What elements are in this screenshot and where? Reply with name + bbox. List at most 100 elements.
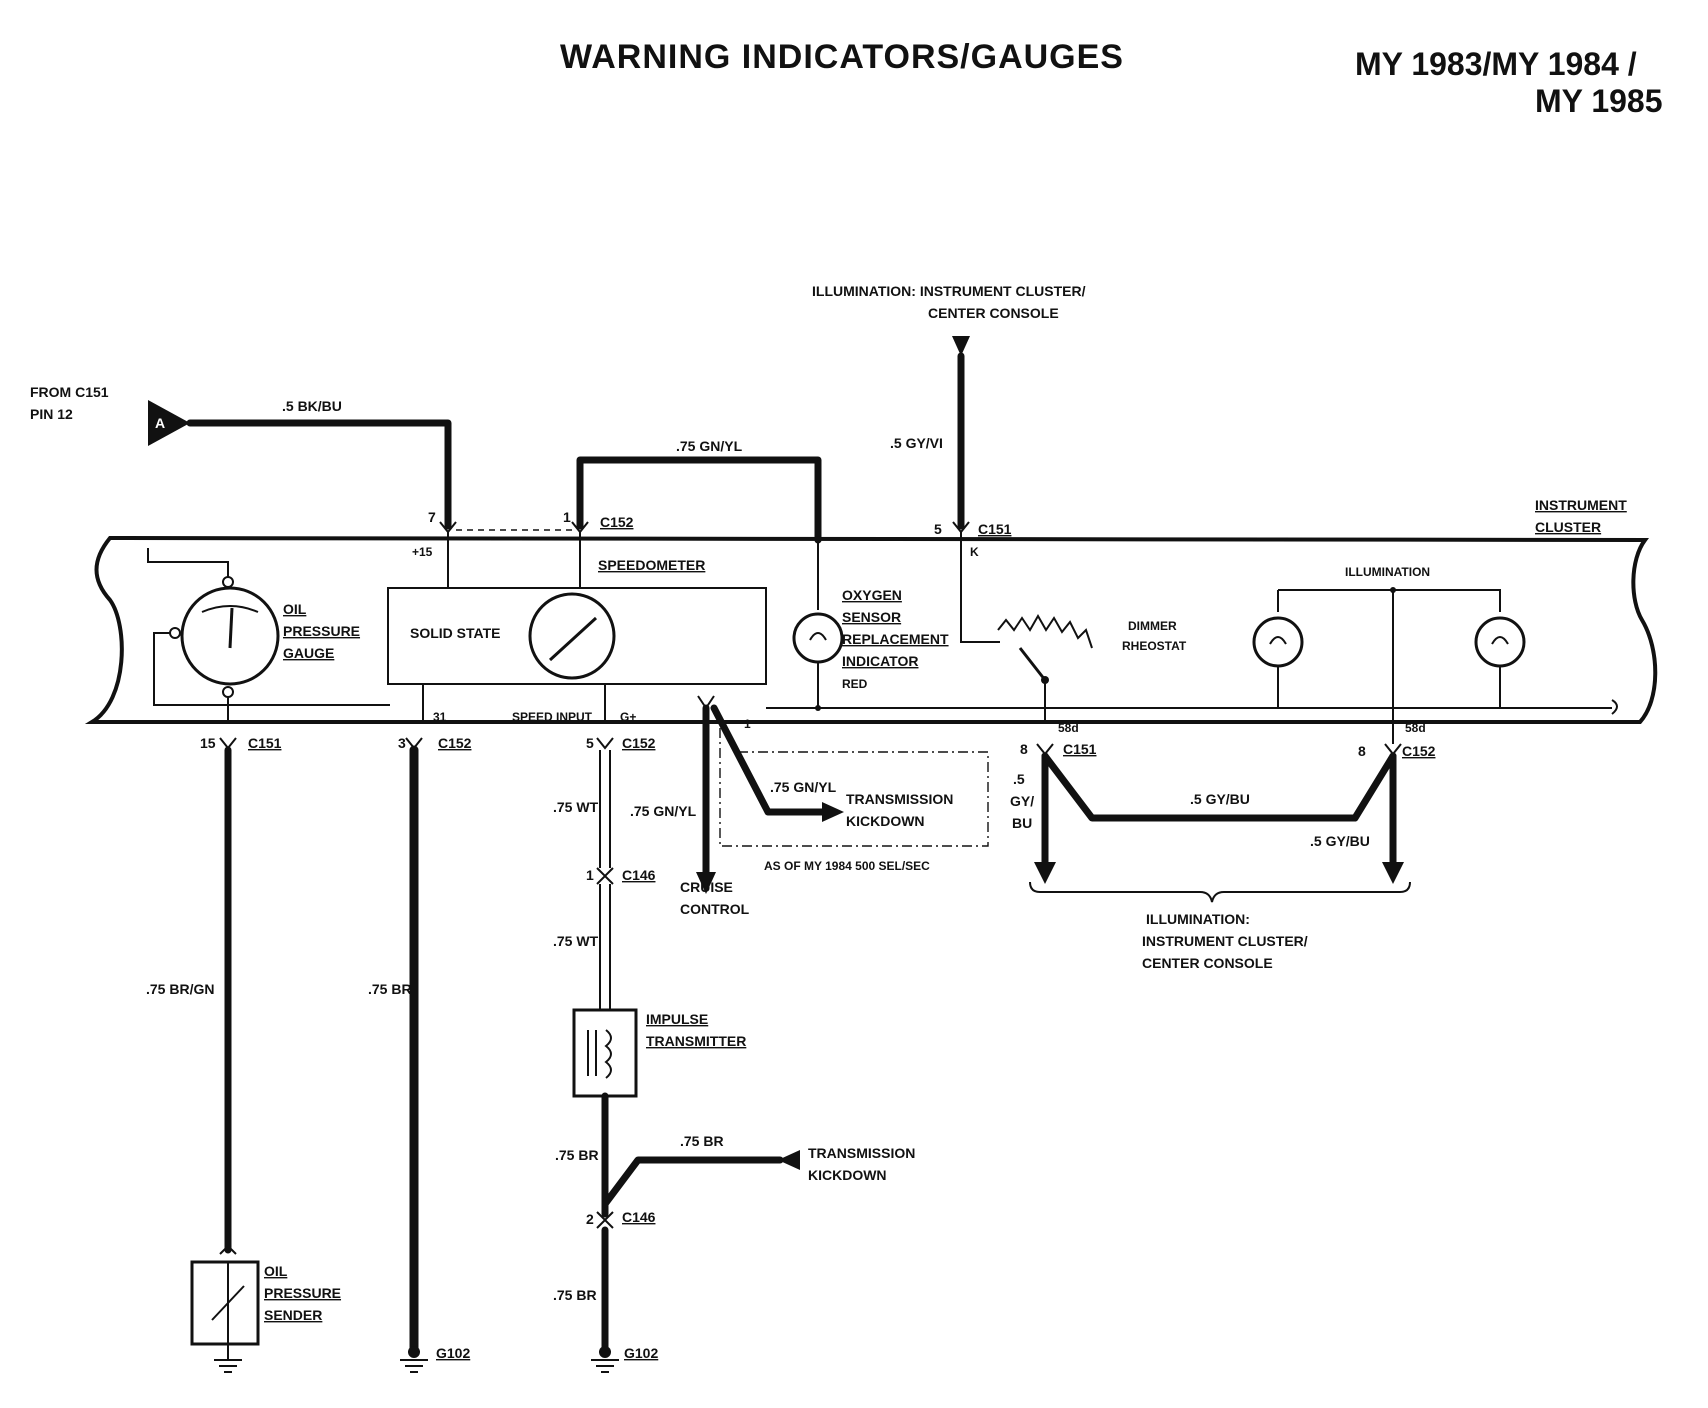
wire-br-b-label: .75 BR bbox=[555, 1147, 599, 1163]
c152-b-connector-icon bbox=[596, 737, 614, 750]
speedometer-needle bbox=[548, 616, 598, 662]
trans-kickdown-1-label-1: TRANSMISSION bbox=[846, 791, 953, 807]
illum-bus-junction bbox=[1390, 587, 1396, 593]
oxy-label-4: INDICATOR bbox=[842, 653, 918, 669]
pin8-a-label: 8 bbox=[1020, 741, 1028, 757]
oil-sender-connector-icon bbox=[219, 1244, 237, 1255]
wire-br-a-label: .75 BR bbox=[368, 981, 412, 997]
c151-a-label: C151 bbox=[248, 735, 282, 751]
speed-input-label: SPEED INPUT bbox=[512, 710, 593, 724]
c146-b-connector-icon bbox=[596, 1211, 614, 1229]
oxy-lamp-filament bbox=[809, 632, 827, 641]
oil-sender-label-3: SENDER bbox=[264, 1307, 322, 1323]
g102-a-ground-icon bbox=[400, 1359, 428, 1373]
model-years-line2: MY 1985 bbox=[1535, 83, 1663, 119]
impulse-transmitter-coil bbox=[587, 1029, 612, 1079]
dimmer-label-2: RHEOSTAT bbox=[1122, 639, 1187, 653]
pin1-label: 1 bbox=[563, 509, 571, 525]
pin31-label: 31 bbox=[433, 710, 447, 724]
c152-top-label: C152 bbox=[600, 514, 634, 530]
oil-sender-label-2: PRESSURE bbox=[264, 1285, 341, 1301]
g102-a-label: G102 bbox=[436, 1345, 470, 1361]
wire-wt-b-label: .75 WT bbox=[553, 933, 599, 949]
oil-gauge-ground-loop bbox=[153, 632, 390, 706]
oxy-color-label: RED bbox=[842, 677, 868, 691]
wire-wt-b bbox=[599, 884, 611, 1010]
illum-out-left-arrow-icon bbox=[1034, 862, 1056, 884]
pin15-label: 15 bbox=[200, 735, 216, 751]
c146-pin1-label: 1 bbox=[586, 867, 594, 883]
oxy-label-1: OXYGEN bbox=[842, 587, 902, 603]
g102-b-ground-icon bbox=[591, 1359, 619, 1373]
top-illum-arrow-icon bbox=[952, 336, 970, 356]
cruise-label-2: CONTROL bbox=[680, 901, 750, 917]
wire-bk-bu bbox=[186, 419, 452, 530]
instrument-cluster-outline bbox=[84, 535, 1658, 724]
connector-a-icon bbox=[148, 400, 190, 446]
wire-gn-yl-b-label: .75 GN/YL bbox=[630, 803, 697, 819]
oil-sender-element bbox=[211, 1262, 245, 1344]
pin7-label: 7 bbox=[428, 509, 436, 525]
pin58d-b-label: 58d bbox=[1405, 721, 1426, 735]
optional-equipment-box bbox=[719, 728, 989, 847]
c146-a-connector-icon bbox=[596, 867, 614, 885]
as-of-label: AS OF MY 1984 500 SEL/SEC bbox=[764, 859, 930, 873]
connector-a-letter: A bbox=[155, 415, 165, 431]
speedometer-label: SPEEDOMETER bbox=[598, 557, 705, 573]
wire-gy-bu-left-label-3: BU bbox=[1012, 815, 1032, 831]
wire-br-c bbox=[601, 1156, 784, 1208]
wire-gn-yl-kickdown bbox=[710, 704, 826, 816]
c152-b-label: C152 bbox=[622, 735, 656, 751]
illum-lamp-2-filament bbox=[1491, 636, 1509, 645]
wire-wt-a bbox=[599, 750, 611, 868]
wire-wt-a-label: .75 WT bbox=[553, 799, 599, 815]
illum-lamp-bus bbox=[1277, 589, 1501, 722]
wire-gy-bu-left-label-2: GY/ bbox=[1010, 793, 1034, 809]
g102-b-junction bbox=[599, 1346, 611, 1358]
wire-gy-vi-label: .5 GY/VI bbox=[890, 435, 943, 451]
pin3-label: 3 bbox=[398, 735, 406, 751]
trans-kickdown-2-label-1: TRANSMISSION bbox=[808, 1145, 915, 1161]
wire-br-c-label: .75 BR bbox=[680, 1133, 724, 1149]
trans-kickdown-2-label-2: KICKDOWN bbox=[808, 1167, 887, 1183]
k-terminal-label: K bbox=[970, 545, 979, 559]
oil-gauge-top-lead bbox=[147, 548, 229, 578]
dimmer-resistor-icon bbox=[997, 613, 1093, 649]
oxygen-sensor-lamp-icon bbox=[792, 612, 844, 664]
solid-state-label: SOLID STATE bbox=[410, 625, 500, 641]
illum-out-right-arrow-icon bbox=[1382, 862, 1404, 884]
wire-gy-bu-right-label: .5 GY/BU bbox=[1310, 833, 1370, 849]
plus15-label: +15 bbox=[412, 545, 433, 559]
dimmer-supply bbox=[960, 532, 1000, 643]
top-illum-label-2: CENTER CONSOLE bbox=[928, 305, 1059, 321]
wire-gn-yl-c-label: .75 GN/YL bbox=[770, 779, 837, 795]
c152-c-label: C152 bbox=[1402, 743, 1436, 759]
instrument-cluster-label-2: CLUSTER bbox=[1535, 519, 1601, 535]
c151-b-label: C151 bbox=[1063, 741, 1097, 757]
illumination-label: ILLUMINATION bbox=[1345, 565, 1430, 579]
pin8-b-label: 8 bbox=[1358, 743, 1366, 759]
oil-gauge-scale bbox=[201, 605, 259, 613]
cruise-label-1: CRUISE bbox=[680, 879, 733, 895]
illum-lamp-2-icon bbox=[1474, 616, 1526, 668]
cruise-arrow-icon bbox=[696, 872, 716, 894]
trans-kickdown-2-arrow-icon bbox=[778, 1150, 800, 1170]
wire-gy-bu-mid-label: .5 GY/BU bbox=[1190, 791, 1250, 807]
illum-bottom-label-1: ILLUMINATION: bbox=[1146, 911, 1250, 927]
oil-gauge-label-2: PRESSURE bbox=[283, 623, 360, 639]
oil-pressure-gauge-icon bbox=[180, 586, 280, 686]
c151-top-label: C151 bbox=[978, 521, 1012, 537]
oil-sender-label-1: OIL bbox=[264, 1263, 288, 1279]
illum-bottom-label-3: CENTER CONSOLE bbox=[1142, 955, 1273, 971]
model-years-line1: MY 1983/MY 1984 / bbox=[1355, 46, 1637, 82]
c146-b-label: C146 bbox=[622, 1209, 656, 1225]
illum-lamps-ground bbox=[1277, 666, 1501, 708]
trans-kickdown-1-label-2: KICKDOWN bbox=[846, 813, 925, 829]
oil-gauge-bottom-terminal bbox=[222, 686, 234, 698]
impulse-label-2: TRANSMITTER bbox=[646, 1033, 746, 1049]
oil-pressure-sender-icon bbox=[190, 1260, 260, 1346]
from-c151-label: FROM C151 bbox=[30, 384, 109, 400]
oil-sender-ground-icon bbox=[214, 1344, 242, 1373]
illum-bottom-label-2: INSTRUMENT CLUSTER/ bbox=[1142, 933, 1308, 949]
oxy-label-2: SENSOR bbox=[842, 609, 901, 625]
